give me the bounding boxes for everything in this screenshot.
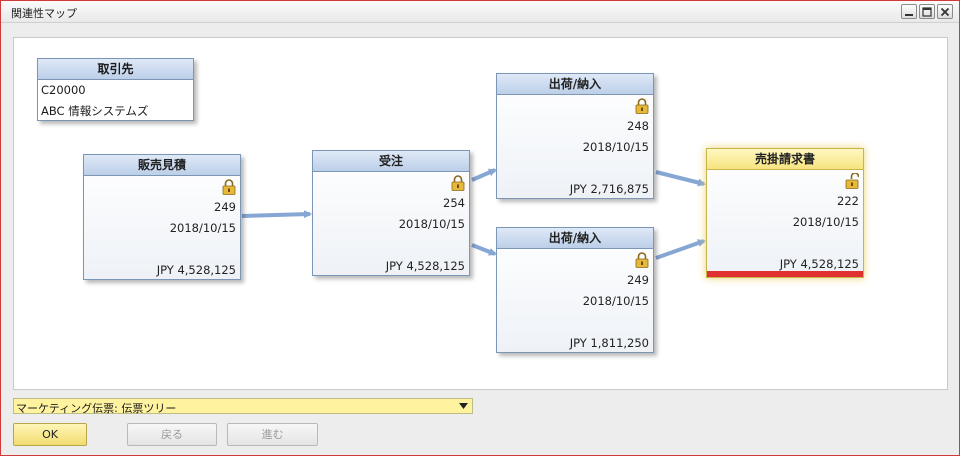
doc-date: 2018/10/15 <box>582 294 649 308</box>
chevron-down-icon <box>459 403 468 409</box>
window-controls <box>901 4 953 19</box>
doc-number: 248 <box>627 119 649 133</box>
doc-date: 2018/10/15 <box>169 221 236 235</box>
forward-button[interactable]: 進む <box>227 423 318 446</box>
node-delivery-248[interactable]: 出荷/納入 248 2018/10/15 JPY 2,716,875 <box>496 73 654 199</box>
doc-date: 2018/10/15 <box>582 140 649 154</box>
minimize-button[interactable] <box>901 4 917 19</box>
node-ar-invoice[interactable]: 売掛請求書 222 2018/10/15 JPY 4,528,125 <box>706 148 864 278</box>
node-title: 売掛請求書 <box>707 149 863 170</box>
doc-amount: JPY 4,528,125 <box>156 263 236 277</box>
bp-header: 取引先 <box>38 59 193 80</box>
close-icon <box>940 7 950 16</box>
minimize-icon <box>905 13 913 16</box>
arrow-delivery1-to-invoice <box>655 170 706 187</box>
maximize-icon <box>922 6 932 17</box>
arrow-delivery2-to-invoice <box>655 239 706 260</box>
bp-code: C20000 <box>41 83 86 97</box>
bp-name: ABC 情報システムズ <box>41 104 149 118</box>
arrow-quotation-to-order <box>241 210 312 219</box>
business-partner-card[interactable]: 取引先 C20000 ABC 情報システムズ <box>37 58 194 121</box>
back-button[interactable]: 戻る <box>127 423 217 446</box>
node-sales-order[interactable]: 受注 254 2018/10/15 JPY 4,528,125 <box>312 150 470 276</box>
doc-amount: JPY 4,528,125 <box>779 257 859 271</box>
node-title: 販売見積 <box>84 155 240 176</box>
node-title: 受注 <box>313 151 469 172</box>
view-type-value: マーケティング伝票: 伝票ツリー <box>16 402 177 415</box>
doc-number: 249 <box>627 273 649 287</box>
connector-arrows <box>241 168 706 260</box>
node-sales-quotation[interactable]: 販売見積 249 2018/10/15 JPY 4,528,125 <box>83 154 241 280</box>
unlock-icon <box>845 173 859 189</box>
doc-number: 254 <box>443 196 465 210</box>
doc-date: 2018/10/15 <box>792 215 859 229</box>
ok-button[interactable]: OK <box>13 423 87 446</box>
window-title: 関連性マップ <box>11 7 77 20</box>
lock-icon <box>451 175 465 191</box>
maximize-button[interactable] <box>919 4 935 19</box>
lock-icon <box>222 179 236 195</box>
doc-amount: JPY 2,716,875 <box>569 182 649 196</box>
doc-date: 2018/10/15 <box>398 217 465 231</box>
doc-amount: JPY 1,811,250 <box>569 336 649 350</box>
lock-icon <box>635 252 649 268</box>
selection-indicator-bar <box>707 271 863 277</box>
node-delivery-249[interactable]: 出荷/納入 249 2018/10/15 JPY 1,811,250 <box>496 227 654 353</box>
arrow-order-to-delivery2 <box>471 243 497 256</box>
doc-number: 249 <box>214 200 236 214</box>
lock-icon <box>635 98 649 114</box>
arrow-order-to-delivery1 <box>471 168 497 182</box>
node-title: 出荷/納入 <box>497 228 653 249</box>
node-title: 出荷/納入 <box>497 74 653 95</box>
view-type-select[interactable]: マーケティング伝票: 伝票ツリー <box>13 398 473 415</box>
close-button[interactable] <box>937 4 953 19</box>
doc-number: 222 <box>837 194 859 208</box>
title-bar: 関連性マップ <box>1 1 959 23</box>
doc-amount: JPY 4,528,125 <box>385 259 465 273</box>
